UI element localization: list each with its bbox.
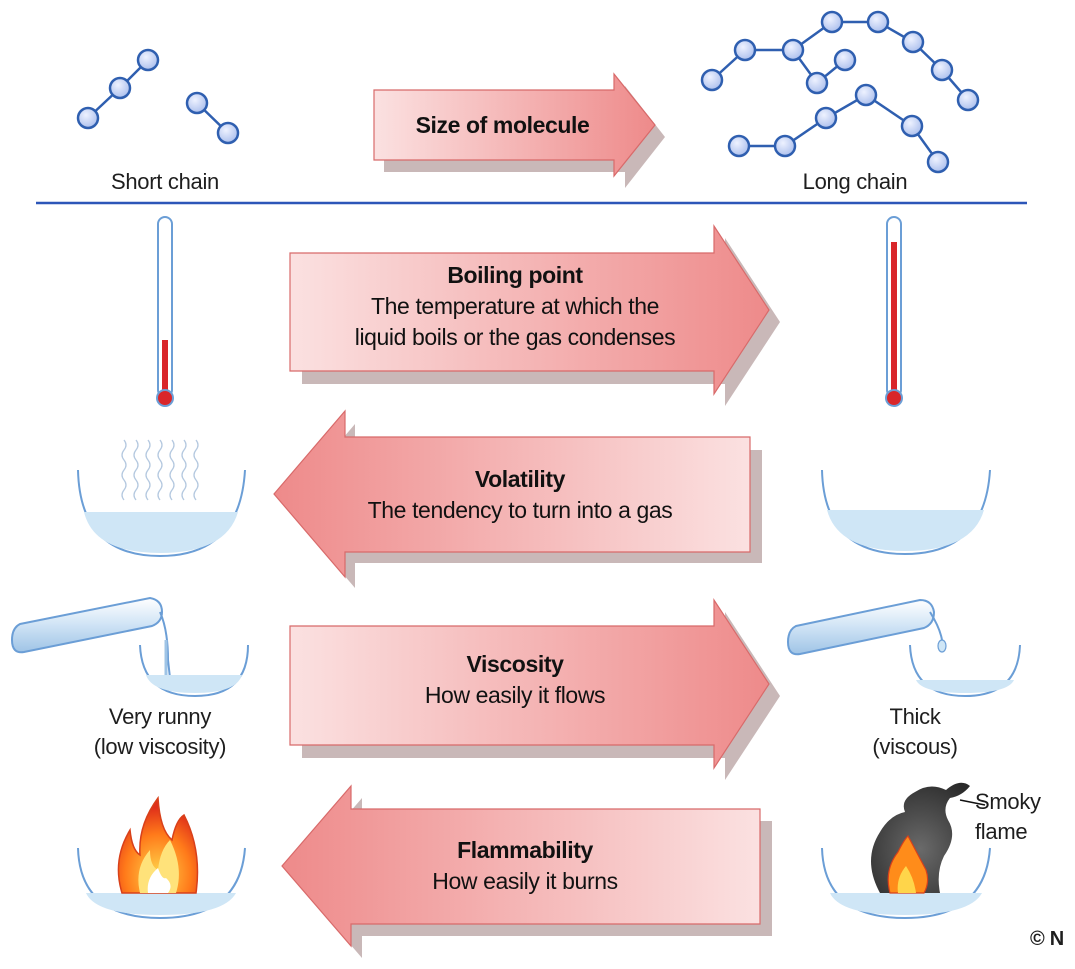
short-chain-label: Short chain (111, 169, 219, 194)
smoky-flame-line1: Smoky (975, 789, 1041, 814)
copyright-text: © N (1030, 928, 1064, 950)
volatility-label: Volatility The tendency to turn into a g… (310, 464, 730, 526)
long-chain-label: Long chain (802, 169, 908, 194)
viscosity-label: Viscosity How easily it flows (300, 649, 730, 711)
flammability-desc: How easily it burns (432, 868, 618, 894)
runny-label-line1: Very runny (108, 704, 212, 729)
flammability-label: Flammability How easily it burns (310, 835, 740, 897)
thick-label-line1: Thick (889, 704, 941, 729)
volatility-title: Volatility (474, 466, 566, 492)
thermometer-high (885, 216, 903, 407)
smoky-flame-dish (821, 782, 991, 920)
smoky-flame-line2: flame (975, 819, 1028, 844)
viscosity-arrow (289, 597, 780, 780)
thick-label-line2: (viscous) (872, 734, 958, 759)
pouring-test-tube-runny (10, 596, 249, 698)
viscosity-desc: How easily it flows (424, 682, 606, 708)
pouring-test-tube-thick (786, 598, 1021, 698)
runny-label: Very runny (low viscosity) (60, 702, 260, 762)
boiling-point-title: Boiling point (447, 262, 583, 288)
volatility-arrow (273, 409, 762, 588)
boiling-point-desc-2: liquid boils or the gas condenses (354, 324, 676, 350)
size-of-molecule-arrow (373, 72, 665, 188)
flammability-arrow (281, 784, 772, 958)
evaporating-dish-long (821, 469, 991, 556)
viscosity-title: Viscosity (466, 651, 564, 677)
size-of-molecule-label: Size of molecule (380, 110, 625, 141)
boiling-point-arrow (289, 223, 780, 406)
clean-flame-dish (77, 795, 246, 920)
boiling-point-desc-1: The temperature at which the (371, 293, 659, 319)
evaporating-dish-short (77, 439, 246, 558)
smoky-flame-label: Smoky flame (975, 787, 1065, 847)
boiling-point-label: Boiling point The temperature at which t… (300, 260, 730, 353)
volatility-desc: The tendency to turn into a gas (367, 497, 673, 523)
thick-label: Thick (viscous) (830, 702, 1000, 762)
size-of-molecule-title: Size of molecule (415, 112, 590, 138)
short-chain-molecules (76, 48, 240, 145)
long-chain-molecules (700, 10, 980, 174)
flammability-title: Flammability (457, 837, 593, 863)
thermometer-low (156, 216, 174, 407)
runny-label-line2: (low viscosity) (93, 734, 227, 759)
